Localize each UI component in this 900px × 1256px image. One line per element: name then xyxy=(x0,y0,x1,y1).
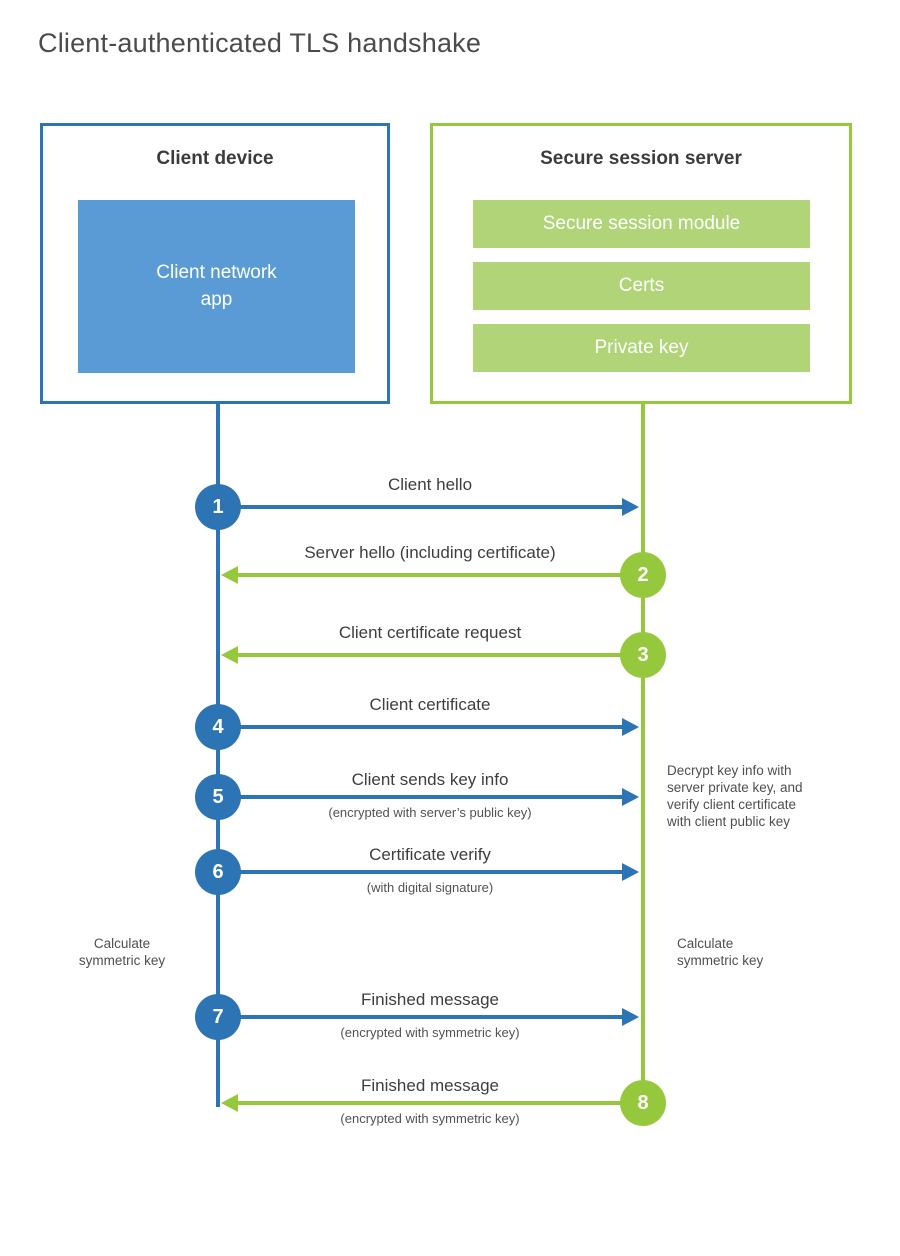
step-4-badge: 4 xyxy=(195,704,241,750)
step-8: Finished message (encrypted with symmetr… xyxy=(0,1076,900,1126)
step-2-label: Server hello (including certificate) xyxy=(304,543,556,562)
server-title: Secure session server xyxy=(540,148,742,169)
server-lifeline xyxy=(641,402,645,1105)
arrow-left-icon xyxy=(221,566,238,584)
arrow-shaft xyxy=(238,653,642,657)
arrow-shaft xyxy=(218,1015,622,1019)
step-7-label: Finished message xyxy=(361,990,499,1009)
step-8-badge: 8 xyxy=(620,1080,666,1126)
client-lifeline xyxy=(216,402,220,1107)
step-3: Client certificate request 3 xyxy=(0,623,900,678)
step-3-badge: 3 xyxy=(620,632,666,678)
step-5-sublabel: (encrypted with server’s public key) xyxy=(328,805,532,820)
step-6-badge: 6 xyxy=(195,849,241,895)
step-1-label: Client hello xyxy=(387,475,473,494)
page-title: Client-authenticated TLS handshake xyxy=(38,28,482,58)
calculate-symmetric-key-note-server: Calculate symmetric key xyxy=(677,936,764,968)
step-2: Server hello (including certificate) 2 xyxy=(0,543,900,598)
calculate-symmetric-key-note-client: Calculate symmetric key xyxy=(78,936,166,968)
client-device-title: Client device xyxy=(156,148,274,169)
step-6: Certificate verify (with digital signatu… xyxy=(0,845,900,895)
arrow-right-icon xyxy=(622,1008,639,1026)
arrow-shaft xyxy=(218,725,622,729)
step-2-badge: 2 xyxy=(620,552,666,598)
arrow-shaft xyxy=(218,505,622,509)
step-5-label: Client sends key info xyxy=(351,770,509,789)
step-5: Client sends key info (encrypted with se… xyxy=(0,770,900,820)
arrow-right-icon xyxy=(622,863,639,881)
arrow-shaft xyxy=(218,870,622,874)
arrow-left-icon xyxy=(221,1094,238,1112)
arrow-shaft xyxy=(238,573,642,577)
arrow-right-icon xyxy=(622,718,639,736)
server-module-secure-session: Secure session module xyxy=(473,200,810,248)
server-box: Secure session server Secure session mod… xyxy=(430,123,852,404)
step-4-label: Client certificate xyxy=(369,695,491,714)
step-8-sublabel: (encrypted with symmetric key) xyxy=(340,1111,520,1126)
step-1-badge: 1 xyxy=(195,484,241,530)
step-7-badge: 7 xyxy=(195,994,241,1040)
server-module-private-key: Private key xyxy=(473,324,810,372)
step-7: Finished message (encrypted with symmetr… xyxy=(0,990,900,1040)
arrow-shaft xyxy=(218,795,622,799)
decrypt-key-note: Decrypt key info with server private key… xyxy=(667,763,803,829)
step-4: Client certificate 4 xyxy=(0,695,900,750)
step-6-sublabel: (with digital signature) xyxy=(366,880,494,895)
step-8-label: Finished message xyxy=(361,1076,499,1095)
client-device-box: Client device Client network app xyxy=(40,123,390,404)
arrow-left-icon xyxy=(221,646,238,664)
client-network-app-box: Client network app xyxy=(78,200,355,373)
step-1: Client hello 1 xyxy=(0,475,900,530)
server-module-certs: Certs xyxy=(473,262,810,310)
arrow-right-icon xyxy=(622,498,639,516)
arrow-shaft xyxy=(238,1101,642,1105)
step-5-badge: 5 xyxy=(195,774,241,820)
arrow-right-icon xyxy=(622,788,639,806)
step-7-sublabel: (encrypted with symmetric key) xyxy=(340,1025,520,1040)
step-3-label: Client certificate request xyxy=(338,623,522,642)
step-6-label: Certificate verify xyxy=(369,845,491,864)
